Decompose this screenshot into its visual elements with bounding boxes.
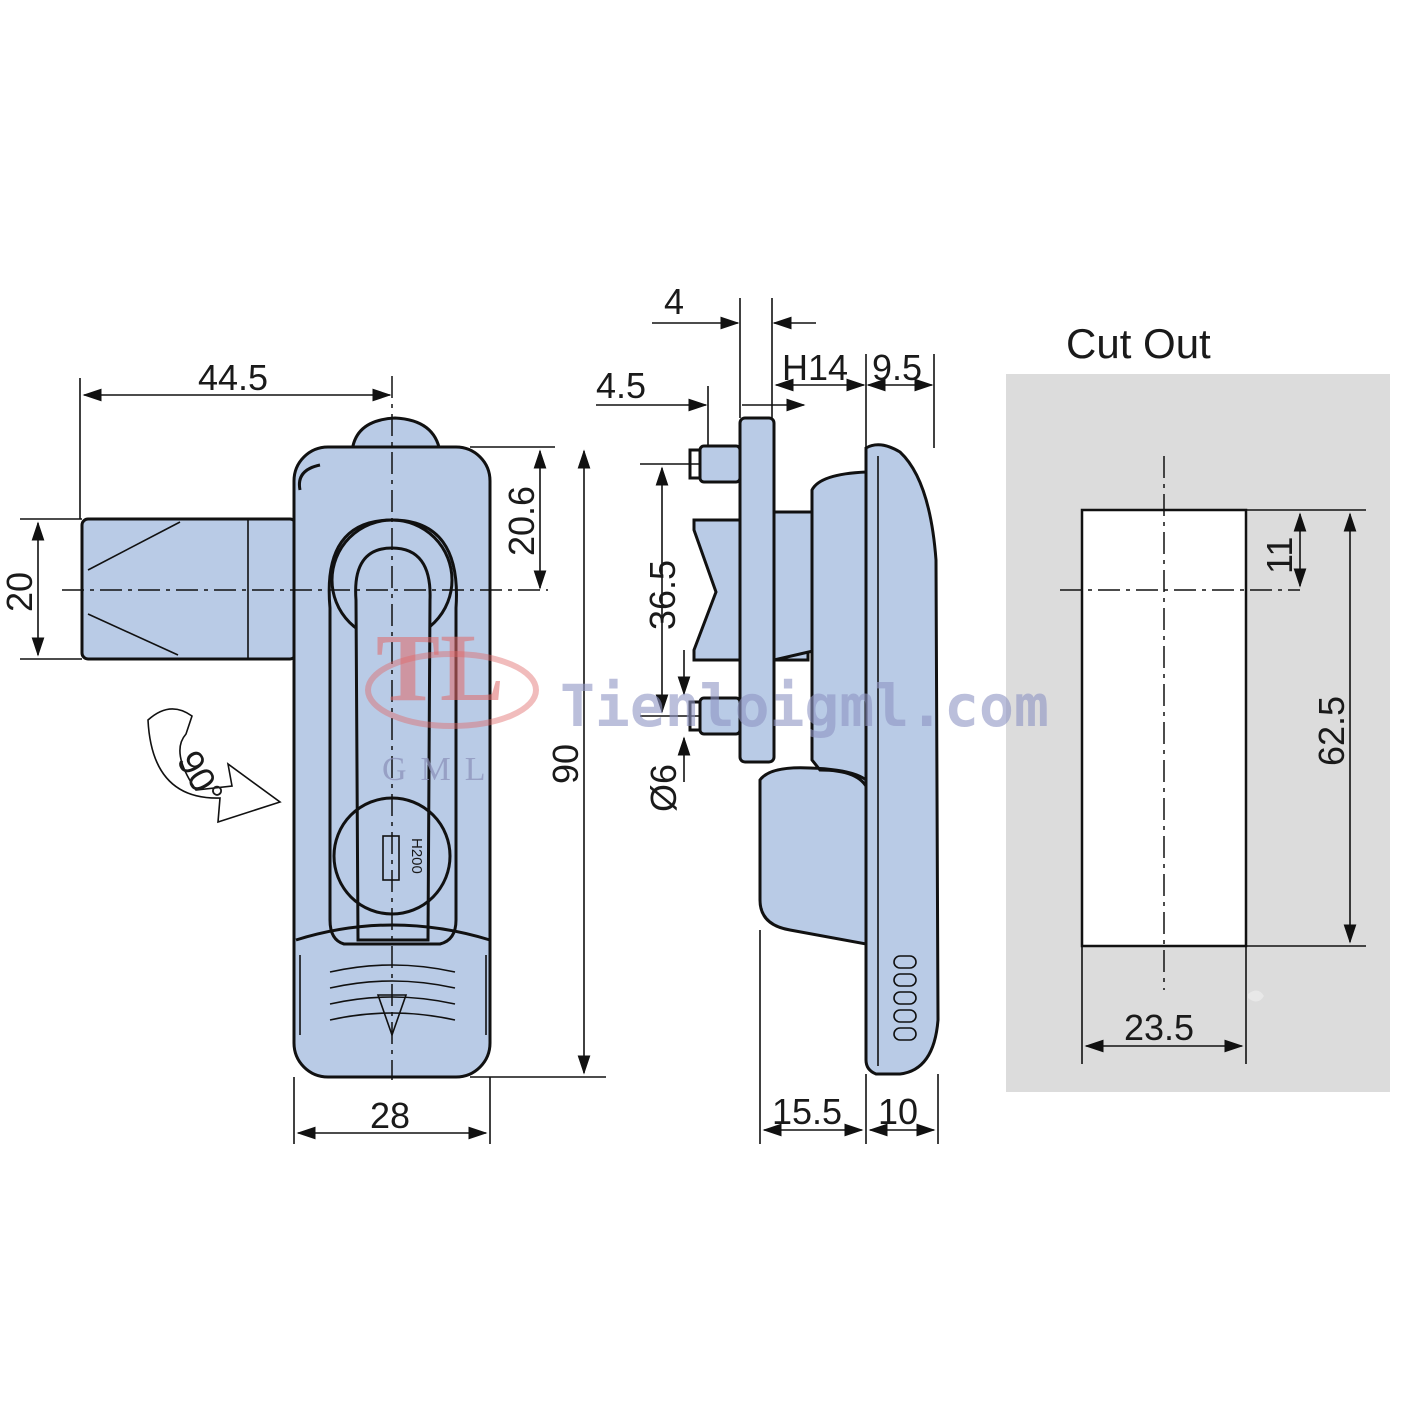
- sparkle-icon: [1248, 990, 1264, 1002]
- watermark-logo: TL: [376, 614, 504, 721]
- watermark-url: Tienloigml.com: [560, 672, 1049, 740]
- dim-90: 90: [545, 744, 586, 784]
- dim-20-6: 20.6: [501, 486, 542, 556]
- side-view: 4 4.5 H14 9.5 36.5 Ø6 15.5 10: [596, 281, 940, 1144]
- dim-11: 11: [1259, 537, 1300, 574]
- dim-h14: H14: [782, 347, 848, 388]
- handle-recess: [327, 518, 458, 946]
- key-code-label: H200: [408, 838, 425, 874]
- dim-4-5: 4.5: [596, 365, 646, 406]
- cut-out-panel: Cut Out 11 62.5 23.5: [1006, 320, 1390, 1092]
- dim-diameter-6: Ø6: [643, 764, 684, 812]
- cam-bracket: [692, 518, 742, 662]
- dim-36-5: 36.5: [642, 560, 683, 630]
- side-grip-slots: [893, 955, 917, 1041]
- dim-23-5: 23.5: [1124, 1007, 1194, 1048]
- top-knob: [350, 416, 442, 454]
- dim-28: 28: [370, 1095, 410, 1136]
- dim-15-5: 15.5: [772, 1091, 842, 1132]
- rotation-label: 90°: [169, 744, 232, 812]
- dim-20: 20: [0, 572, 40, 612]
- watermark: TL GML Tienloigml.com: [365, 614, 1049, 788]
- dim-4: 4: [664, 281, 684, 322]
- rotation-arrow-icon: 90°: [147, 708, 282, 824]
- face-plate: [864, 443, 940, 1076]
- screw-top: [698, 444, 742, 484]
- dim-62-5: 62.5: [1311, 696, 1352, 766]
- dim-9-5: 9.5: [872, 347, 922, 388]
- dim-10: 10: [878, 1091, 918, 1132]
- watermark-logo-swoosh: [365, 651, 539, 729]
- dim-44-5: 44.5: [198, 357, 268, 398]
- front-view: H200 90° 44.5 20 20.6: [0, 357, 606, 1144]
- latch-arm: [80, 517, 298, 661]
- watermark-logo-sub: GML: [382, 751, 500, 788]
- cut-out-title: Cut Out: [1066, 320, 1211, 367]
